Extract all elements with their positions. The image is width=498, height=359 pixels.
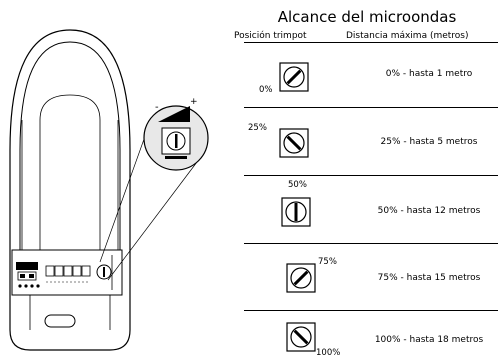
row-3-pct-label: 75% <box>318 257 337 267</box>
row-divider <box>244 243 498 244</box>
row-divider <box>244 175 498 176</box>
page-title: Alcance del microondas <box>277 8 457 26</box>
detector-diagram: - + <box>9 29 209 351</box>
zoom-minus-mark: - <box>155 102 159 113</box>
row-3-trimpot <box>286 263 316 293</box>
header-position: Posición trimpot <box>234 31 307 41</box>
row-1-trimpot <box>279 128 309 158</box>
mount-slot <box>44 314 76 328</box>
row-2-pct-label: 50% <box>288 180 307 190</box>
row-divider <box>244 42 498 43</box>
row-0-pct-label: 0% <box>259 85 273 95</box>
row-1-distance: 25% - hasta 5 metros <box>380 137 478 147</box>
zoom-plus-mark: + <box>190 97 198 107</box>
ramp-indicator <box>158 106 190 122</box>
row-3-distance: 75% - hasta 15 metros <box>377 273 481 283</box>
header-distance: Distancia máxima (metros) <box>346 31 469 41</box>
row-4-trimpot <box>286 322 316 352</box>
detector-cover <box>19 41 121 251</box>
row-4-pct-label: 100% <box>316 348 341 358</box>
row-1-pct-label: 25% <box>248 123 267 133</box>
row-2-trimpot <box>281 197 311 227</box>
row-0-distance: 0% - hasta 1 metro <box>385 69 473 79</box>
row-divider <box>244 310 498 311</box>
row-0-trimpot <box>279 62 309 92</box>
row-divider <box>244 107 498 108</box>
row-4-distance: 100% - hasta 18 metros <box>374 335 484 345</box>
row-2-distance: 50% - hasta 12 metros <box>377 206 481 216</box>
